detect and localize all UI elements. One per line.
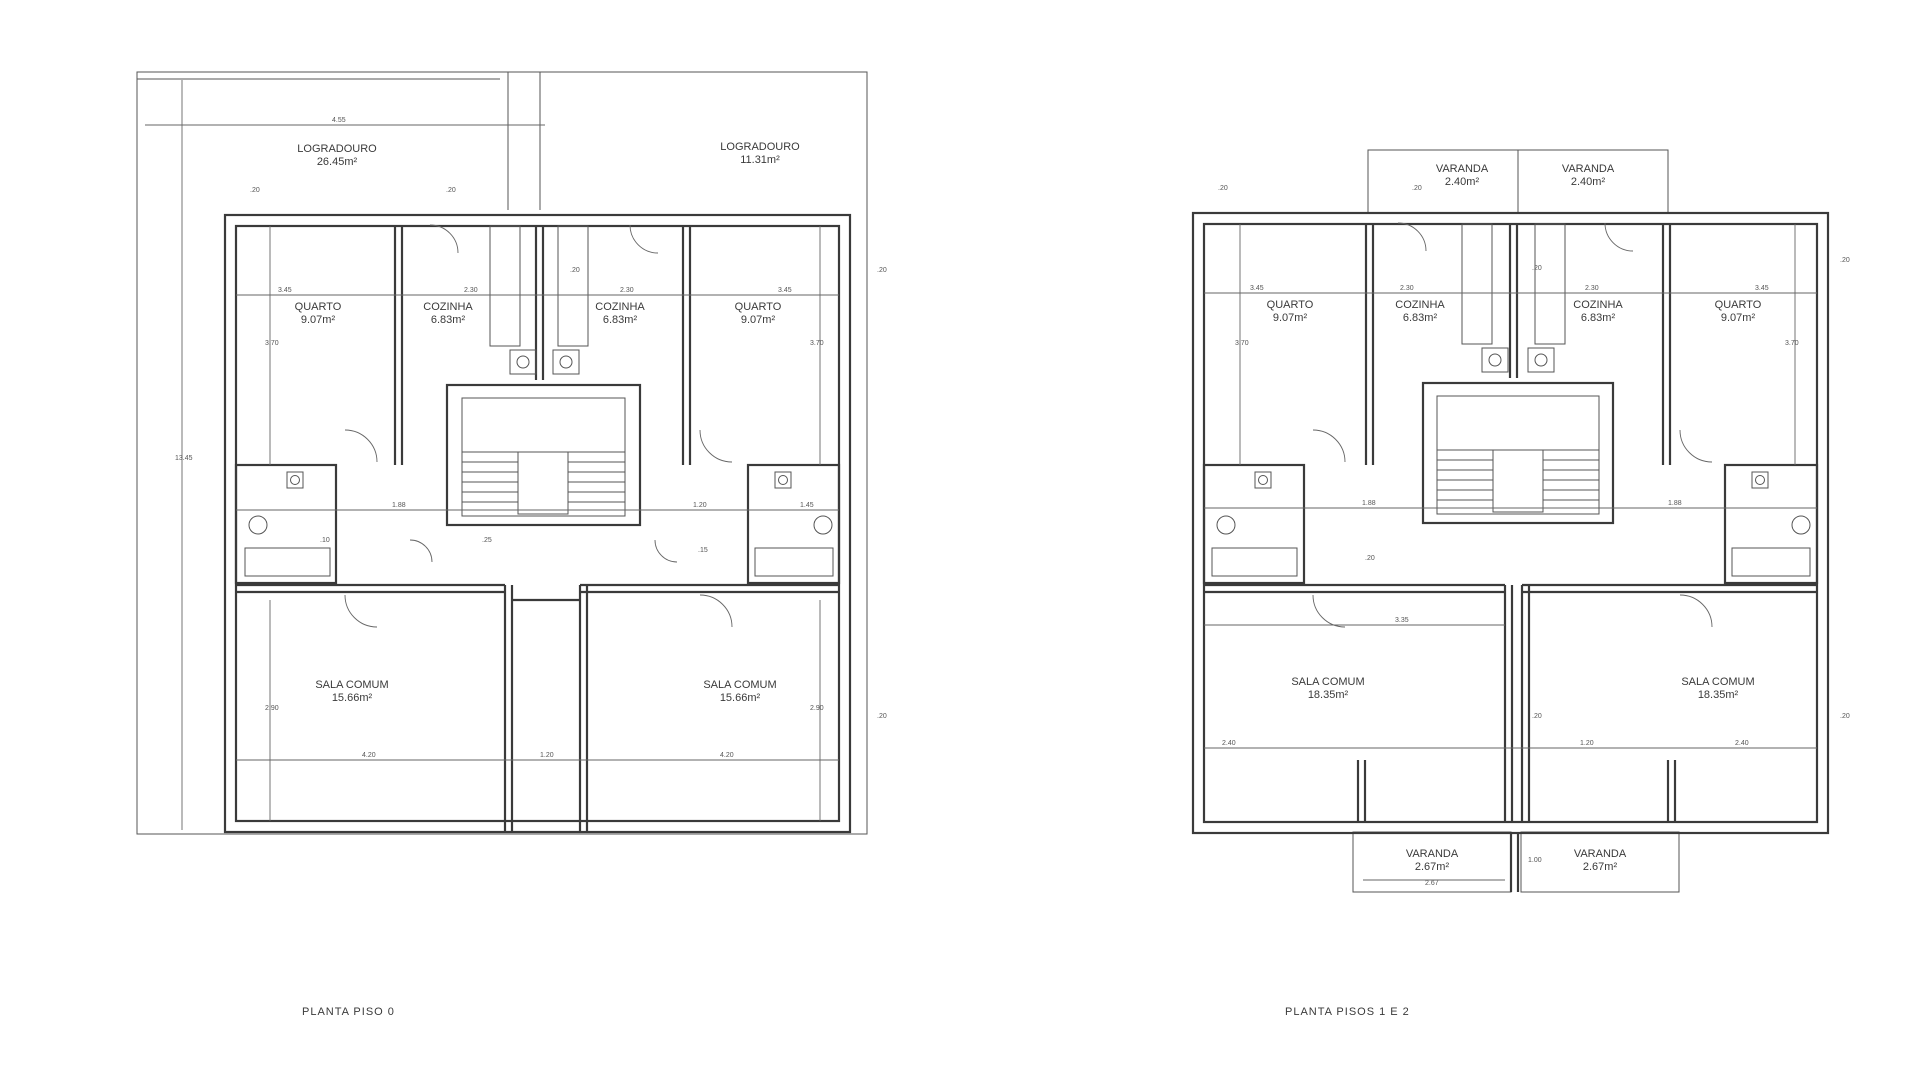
dimension-label: .20 bbox=[1840, 713, 1850, 720]
dimension-label: 1.00 bbox=[1528, 857, 1542, 864]
dimension-label: .10 bbox=[320, 537, 330, 544]
room-area: 6.83m² bbox=[431, 314, 466, 326]
room-name: QUARTO bbox=[1715, 299, 1762, 311]
room-area: 9.07m² bbox=[1273, 312, 1308, 324]
room-area: 18.35m² bbox=[1308, 689, 1349, 701]
plan-title: PLANTA PISO 0 bbox=[302, 1006, 395, 1018]
dimension-label: .20 bbox=[877, 713, 887, 720]
dimension-label: .20 bbox=[446, 187, 456, 194]
room-name: SALA COMUM bbox=[315, 679, 388, 691]
room-name: COZINHA bbox=[1395, 299, 1445, 311]
room-name: VARANDA bbox=[1406, 848, 1459, 860]
bathroom-right bbox=[746, 463, 841, 585]
room-area: 2.40m² bbox=[1571, 176, 1606, 188]
building-walls bbox=[1191, 211, 1830, 835]
dimension-label: 2.30 bbox=[620, 287, 634, 294]
room-area: 9.07m² bbox=[301, 314, 336, 326]
dimension-label: 1.45 bbox=[800, 502, 814, 509]
room-area: 15.66m² bbox=[720, 692, 761, 704]
room-area: 6.83m² bbox=[1403, 312, 1438, 324]
room-name: QUARTO bbox=[735, 301, 782, 313]
dimension-label: 2.90 bbox=[810, 705, 824, 712]
dimension-label: 1.88 bbox=[392, 502, 406, 509]
dimension-label: 1.20 bbox=[693, 502, 707, 509]
site-boundary bbox=[136, 71, 868, 835]
room-area: 15.66m² bbox=[332, 692, 373, 704]
dimension-label: 4.55 bbox=[332, 117, 346, 124]
bathroom-left bbox=[234, 463, 338, 585]
room-area: 9.07m² bbox=[741, 314, 776, 326]
room-area: 26.45m² bbox=[317, 156, 358, 168]
building-walls bbox=[223, 213, 852, 834]
dimension-label: 3.70 bbox=[810, 340, 824, 347]
dimension-label: 4.20 bbox=[362, 752, 376, 759]
room-area: 18.35m² bbox=[1698, 689, 1739, 701]
dimension-label: 3.45 bbox=[278, 287, 292, 294]
dimension-label: 2.40 bbox=[1222, 740, 1236, 747]
dimension-label: 1.20 bbox=[1580, 740, 1594, 747]
dimension-label: .15 bbox=[698, 547, 708, 554]
room-area: 2.67m² bbox=[1415, 861, 1450, 873]
dimension-label: 1.20 bbox=[540, 752, 554, 759]
dimension-label: 3.45 bbox=[1755, 285, 1769, 292]
room-area: 6.83m² bbox=[1581, 312, 1616, 324]
dimension-label: 1.88 bbox=[1668, 500, 1682, 507]
dimension-label: 3.35 bbox=[1395, 617, 1409, 624]
balcony-top-left bbox=[1367, 149, 1519, 214]
room-area: 2.67m² bbox=[1583, 861, 1618, 873]
bathroom-left bbox=[1202, 463, 1306, 585]
stair-core bbox=[445, 383, 642, 527]
room-name: LOGRADOURO bbox=[720, 141, 800, 153]
room-name: QUARTO bbox=[295, 301, 342, 313]
room-name: SALA COMUM bbox=[1681, 676, 1754, 688]
room-name: QUARTO bbox=[1267, 299, 1314, 311]
floor-plan-upper: VARANDA 2.40m² VARANDA 2.40m² QUARTO 9.0… bbox=[1191, 149, 1850, 1018]
dimension-label: .20 bbox=[1532, 713, 1542, 720]
dimension-label: .20 bbox=[1218, 185, 1228, 192]
dimension-label: 2.30 bbox=[1585, 285, 1599, 292]
dimension-label: 3.70 bbox=[1235, 340, 1249, 347]
dimension-label: 13.45 bbox=[175, 455, 193, 462]
room-area: 2.40m² bbox=[1445, 176, 1480, 188]
dimension-label: .20 bbox=[1365, 555, 1375, 562]
bathroom-right bbox=[1723, 463, 1819, 585]
dimension-label: 4.20 bbox=[720, 752, 734, 759]
dimension-label: 1.88 bbox=[1362, 500, 1376, 507]
room-name: VARANDA bbox=[1436, 163, 1489, 175]
dimension-label: .20 bbox=[1412, 185, 1422, 192]
plan-title: PLANTA PISOS 1 E 2 bbox=[1285, 1006, 1410, 1018]
dimension-label: .20 bbox=[1840, 257, 1850, 264]
room-name: COZINHA bbox=[423, 301, 473, 313]
dimension-label: 3.70 bbox=[265, 340, 279, 347]
dimension-label: 3.45 bbox=[1250, 285, 1264, 292]
dimension-label: 2.40 bbox=[1735, 740, 1749, 747]
room-name: LOGRADOURO bbox=[297, 143, 377, 155]
dimension-label: 3.45 bbox=[778, 287, 792, 294]
dimension-label: .20 bbox=[1532, 265, 1542, 272]
dimension-label: .25 bbox=[482, 537, 492, 544]
dimension-label: .20 bbox=[250, 187, 260, 194]
room-area: 11.31m² bbox=[740, 154, 780, 166]
dimension-label: 2.67 bbox=[1425, 880, 1439, 887]
room-area: 9.07m² bbox=[1721, 312, 1756, 324]
room-name: COZINHA bbox=[595, 301, 645, 313]
room-name: COZINHA bbox=[1573, 299, 1623, 311]
dimension-label: .20 bbox=[570, 267, 580, 274]
room-name: VARANDA bbox=[1574, 848, 1627, 860]
room-name: SALA COMUM bbox=[703, 679, 776, 691]
dimension-label: 3.70 bbox=[1785, 340, 1799, 347]
dimension-label: 2.30 bbox=[464, 287, 478, 294]
room-area: 6.83m² bbox=[603, 314, 638, 326]
floor-plan-ground: LOGRADOURO 26.45m² LOGRADOURO 11.31m² QU… bbox=[136, 71, 887, 1018]
stair-core bbox=[1421, 381, 1615, 525]
dimension-label: 2.30 bbox=[1400, 285, 1414, 292]
room-name: SALA COMUM bbox=[1291, 676, 1364, 688]
room-name: VARANDA bbox=[1562, 163, 1615, 175]
dimension-label: .20 bbox=[877, 267, 887, 274]
dimension-label: 2.90 bbox=[265, 705, 279, 712]
